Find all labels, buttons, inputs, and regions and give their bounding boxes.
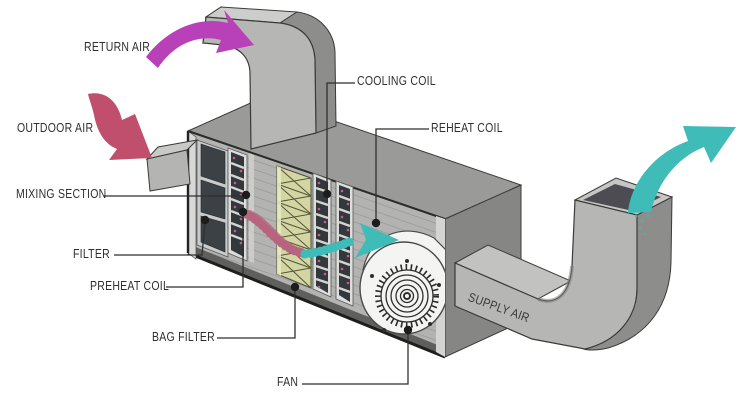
label-reheat-coil: REHEAT COIL: [431, 121, 503, 135]
label-outdoor-air: OUTDOOR AIR: [17, 121, 94, 135]
label-filter: FILTER: [73, 247, 110, 261]
preheat-coil-tubes: [232, 156, 243, 245]
preheat-coil-dot: [238, 207, 248, 217]
leader-dots: [200, 189, 413, 335]
label-preheat-coil: PREHEAT COIL: [90, 279, 170, 293]
section-divider: [249, 153, 254, 263]
bag-filter-dot: [290, 282, 300, 292]
fan-dot: [403, 325, 413, 335]
mixing-section-dampers: [196, 139, 229, 258]
mixing-section-dot: [241, 190, 251, 200]
cooling-coil-section: [312, 172, 332, 298]
cooling-coil-dot: [322, 189, 332, 199]
label-cooling-coil: COOLING COIL: [357, 74, 436, 88]
label-mixing-section: MIXING SECTION: [16, 187, 107, 201]
supply-air-arrow: [628, 126, 736, 235]
fan-blower: [359, 230, 445, 335]
label-bag-filter: BAG FILTER: [152, 330, 216, 344]
internal-flow-arrow: [241, 209, 399, 259]
reheat-coil-dot: [371, 218, 381, 228]
outdoor-air-duct: [145, 139, 199, 192]
outdoor-air-arrow: [88, 93, 152, 160]
bag-filter-section: [276, 165, 312, 289]
preheat-coil-section: [227, 147, 248, 262]
return-air-duct: [202, 5, 337, 150]
return-air-arrow: [146, 10, 254, 68]
fan-grille: [375, 264, 439, 328]
label-fan: FAN: [277, 375, 299, 389]
label-return-air: RETURN AIR: [84, 40, 151, 54]
leader-lines: [104, 82, 429, 385]
fan-bolts: [370, 259, 441, 332]
filter-dot: [200, 215, 210, 225]
